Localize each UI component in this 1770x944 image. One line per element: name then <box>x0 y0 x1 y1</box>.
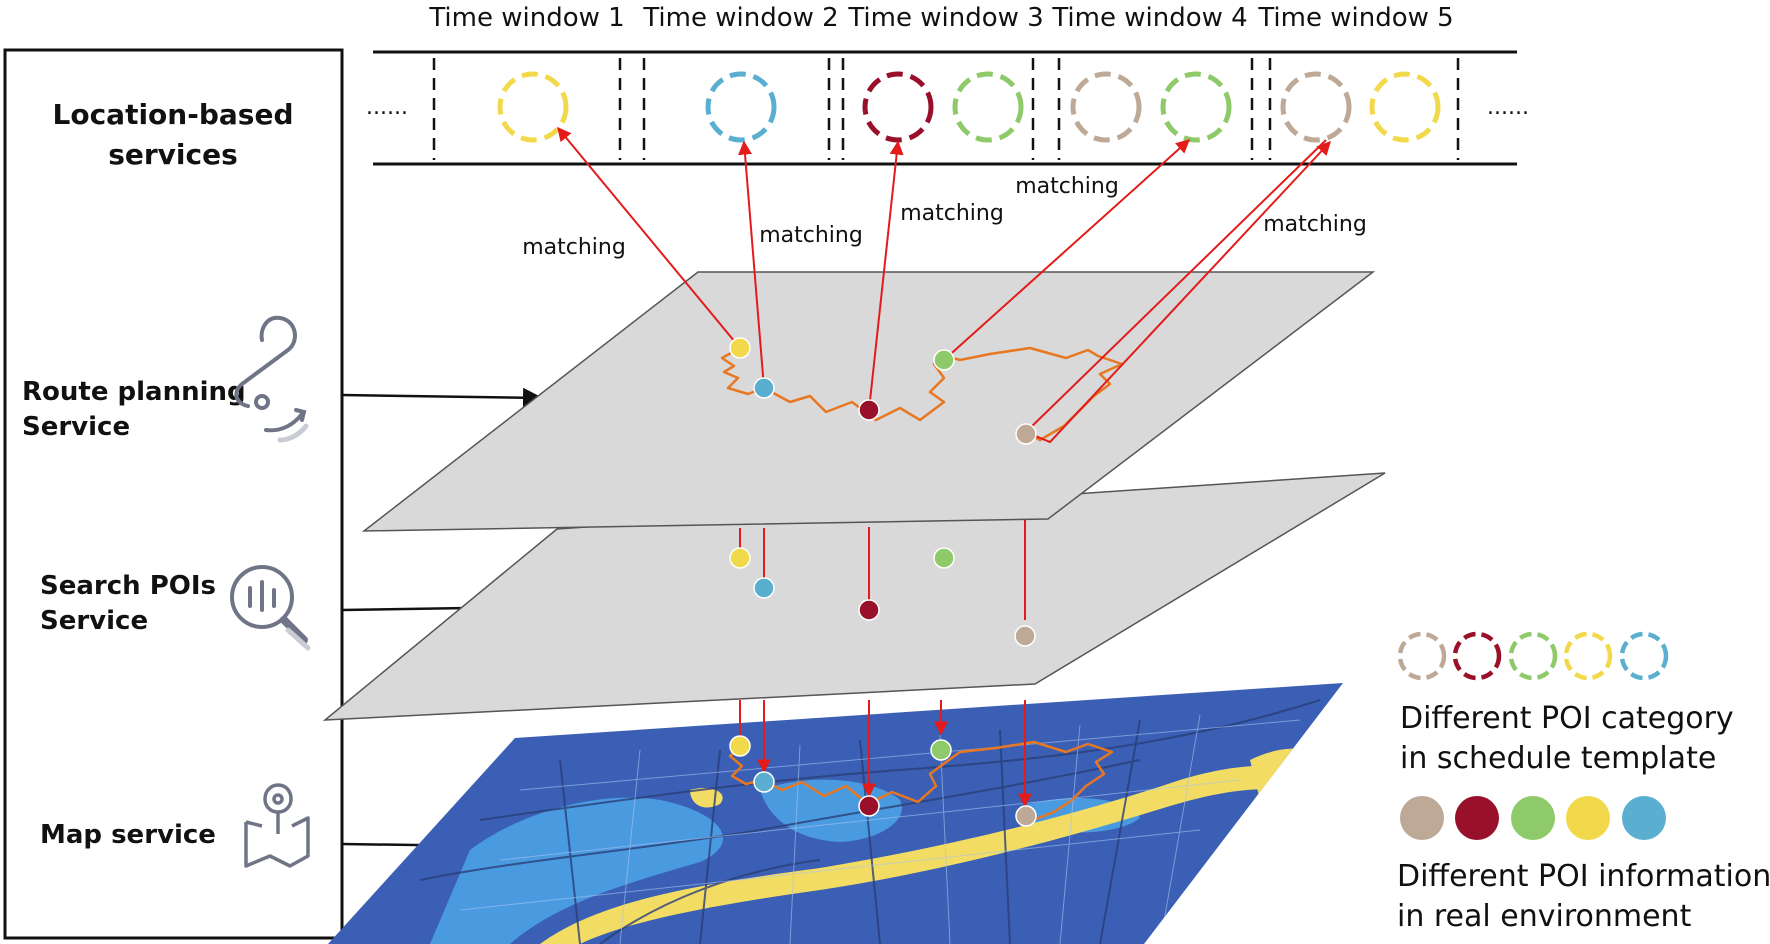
route-icon <box>234 315 309 443</box>
legend-ring-darkred <box>1452 631 1502 681</box>
legend-info-dots <box>1400 796 1666 840</box>
legend-dot-darkred <box>1455 796 1499 840</box>
search-pois-label-line1: Search POIs <box>40 571 216 601</box>
tw2-blue-category-ring <box>705 71 777 143</box>
search-icon <box>230 565 311 651</box>
matching-label-4: matching <box>1015 174 1119 199</box>
timeline-ellipsis-right: ...... <box>1487 95 1529 120</box>
matching-labels: matching matching matching matching matc… <box>522 174 1367 260</box>
matching-arrow-tw1 <box>557 126 741 349</box>
tw3-darkred-category-ring <box>862 71 934 143</box>
map-poi-darkred <box>858 795 880 817</box>
route-poi-tan <box>1015 423 1037 445</box>
services-title-line2: services <box>108 138 238 171</box>
map-river <box>540 765 1290 944</box>
legend-ring-blue <box>1619 631 1669 681</box>
map-poi-tan <box>1015 805 1037 827</box>
legend-ring-yellow <box>1563 631 1613 681</box>
map-river-delta <box>1250 748 1340 802</box>
tw4-tan-category-ring <box>1070 71 1142 143</box>
route-layer-pois <box>729 337 1037 445</box>
tw1-yellow-category-ring <box>497 71 569 143</box>
map-features <box>419 699 1340 944</box>
legend-category-rings <box>1397 631 1669 681</box>
search-poi-blue <box>753 577 775 599</box>
time-window-4-label: Time window 4 <box>1051 3 1247 33</box>
map-roads <box>419 699 1321 944</box>
search-pois-layer <box>322 472 1386 721</box>
search-layer-pois <box>729 547 1036 647</box>
route-poi-green <box>933 349 955 371</box>
map-pin-icon <box>244 783 310 868</box>
map-layer-pois <box>729 735 1037 827</box>
legend-dot-green <box>1511 796 1555 840</box>
search-pois-label-line2: Service <box>40 606 148 636</box>
matching-label-2: matching <box>759 223 863 248</box>
legend-info-line2: in real environment <box>1397 899 1692 934</box>
tw4-green-category-ring <box>1160 71 1232 143</box>
route-planning-label-line1: Route planning <box>22 377 246 407</box>
time-window-3-label: Time window 3 <box>847 3 1043 33</box>
route-planning-arrow <box>341 387 543 408</box>
search-poi-tan <box>1014 625 1036 647</box>
tw5-tan-category-ring <box>1280 71 1352 143</box>
legend: Different POI category in schedule templ… <box>1397 631 1770 934</box>
route-planning-route <box>720 346 1124 442</box>
tw5-yellow-category-ring <box>1369 71 1441 143</box>
map-streets <box>459 714 1301 944</box>
matching-arrow-tw2 <box>738 140 765 389</box>
route-poi-blue <box>753 377 775 399</box>
legend-info-line1: Different POI information <box>1397 859 1770 894</box>
time-window-1-label: Time window 1 <box>428 3 624 33</box>
legend-dot-blue <box>1622 796 1666 840</box>
layer-connectors <box>739 520 1032 808</box>
services-panel-border <box>3 48 344 940</box>
map-service-label: Map service <box>40 820 216 850</box>
map-poi-yellow <box>729 735 751 757</box>
search-poi-green <box>933 547 955 569</box>
route-planning-label-line2: Service <box>22 412 130 442</box>
matching-label-3: matching <box>900 201 1004 226</box>
matching-label-5: matching <box>1263 212 1367 237</box>
legend-category-line1: Different POI category <box>1400 701 1734 736</box>
map-poi-blue <box>753 771 775 793</box>
services-title-line1: Location-based <box>53 98 294 131</box>
legend-dot-tan <box>1400 796 1444 840</box>
legend-ring-tan <box>1397 631 1447 681</box>
route-poi-yellow <box>729 337 751 359</box>
legend-category-line2: in schedule template <box>1400 741 1716 776</box>
search-poi-yellow <box>729 547 751 569</box>
services-panel: Location-based services Route planning S… <box>3 48 344 940</box>
route-poi-darkred <box>858 399 880 421</box>
matching-arrow-tw4 <box>943 139 1191 361</box>
tw3-green-category-ring <box>952 71 1024 143</box>
schedule-timeline: ...... ...... <box>366 50 1529 166</box>
matching-label-1: matching <box>522 235 626 260</box>
map-poi-green <box>930 739 952 761</box>
legend-dot-yellow <box>1566 796 1610 840</box>
time-window-5-label: Time window 5 <box>1257 3 1453 33</box>
search-poi-darkred <box>858 599 880 621</box>
time-window-dividers <box>432 58 1460 160</box>
map-lake-west <box>430 797 724 944</box>
time-window-labels: Time window 1 Time window 2 Time window … <box>428 3 1453 33</box>
schedule-poi-category-rings <box>497 71 1441 143</box>
matching-arrow-tw3 <box>868 140 904 411</box>
time-window-2-label: Time window 2 <box>642 3 838 33</box>
timeline-ellipsis-left: ...... <box>366 95 408 120</box>
legend-ring-green <box>1508 631 1558 681</box>
map-layer <box>328 683 1343 944</box>
